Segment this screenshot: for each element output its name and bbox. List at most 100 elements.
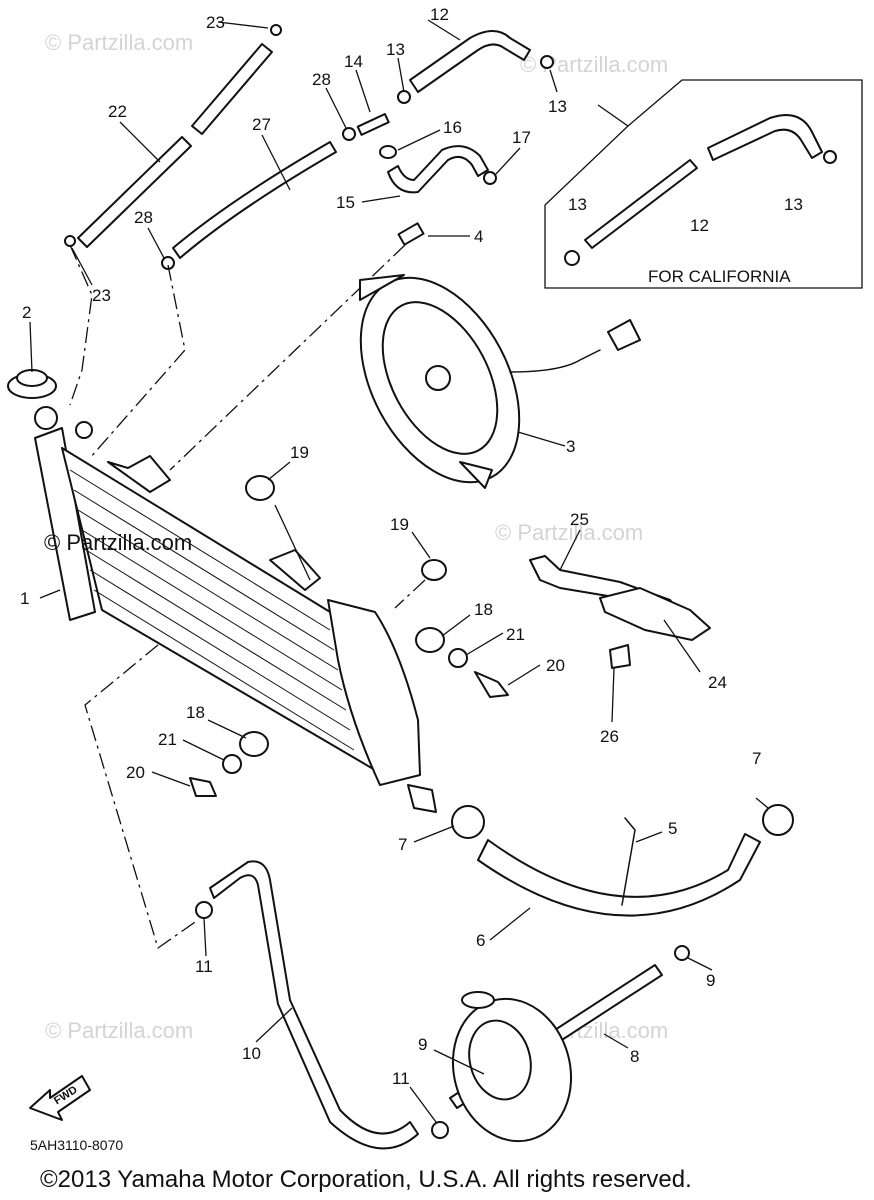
assembly-line [69,244,93,406]
clamp-16 [379,145,397,159]
inset-clamp-b [823,150,837,164]
inset-hose-13 [707,114,823,161]
copyright-notice: ©2013 Yamaha Motor Corporation, U.S.A. A… [40,1166,692,1193]
assembly-line [89,264,186,459]
water-pump [451,991,573,1143]
clamp-28-top [342,127,356,141]
tie-5 [621,817,636,906]
california-inset: FOR CALIFORNIA [544,79,863,289]
callout-6: 6 [476,931,485,950]
callout-23: 23 [92,286,111,305]
stay-brackets [529,555,711,669]
collar-18 [239,731,269,757]
callout-13: 13 [386,40,405,59]
clamp-9 [674,945,690,961]
radiator-filler-neck [34,406,58,430]
pipe-14 [356,113,390,136]
leader-lines [29,19,769,1123]
callout-9: 9 [706,971,715,990]
callout-15: 15 [336,193,355,212]
hose-15 [387,145,489,194]
radiator-bracket [107,455,171,493]
callout-19: 19 [390,515,409,534]
bolt-20 [189,777,217,797]
callout-1: 1 [20,589,29,608]
callout-13: 13 [548,97,567,116]
callout-27: 27 [252,115,271,134]
washer-21 [222,754,242,774]
fan-connector [607,319,641,351]
callout-26: 26 [600,727,619,746]
callout-7: 7 [752,749,761,768]
diagram-code: 5AH3110-8070 [30,1137,123,1153]
inset-hose-12 [584,159,698,249]
assembly-line [394,579,426,609]
callout-10: 10 [242,1044,261,1063]
clamp-7 [762,804,794,836]
hose-12 [409,30,531,93]
watermark: © Partzilla.com [45,1018,193,1043]
fan-hub [425,365,451,391]
assembly-lines [69,244,426,950]
clamp-17 [483,171,497,185]
callouts: 22 27 23 23 28 28 14 13 12 13 16 17 15 4… [20,5,803,1088]
hose-27 [172,141,337,259]
bolt-20 [474,671,509,698]
radiator [34,406,437,813]
callout-14: 14 [344,52,363,71]
radiator-right-tank [327,599,421,786]
fwd-arrow: FWD [29,1075,91,1121]
radiator-cap [7,369,57,399]
callout-5: 5 [668,819,677,838]
radiator-fins [69,469,355,751]
callout-18: 18 [186,703,205,722]
fan-wire [509,349,601,373]
clamp-13-right [540,55,554,69]
fan-assembly [359,222,641,489]
water-pump-outlet [461,991,495,1009]
hose-22 [77,136,192,248]
callout-18: 18 [474,600,493,619]
callout-16: 16 [443,118,462,137]
radiator-bracket [269,549,321,591]
radiator-left-tank [34,427,96,621]
callout-21: 21 [158,730,177,749]
callout-17: 17 [512,128,531,147]
callout-12: 12 [690,216,709,235]
assembly-line [169,244,406,471]
callout-11: 11 [195,957,213,976]
washer-21 [448,648,468,668]
hose-6 [477,833,761,917]
clamp-28-low [161,256,175,270]
clamp-23-low [64,235,76,247]
mounting-hardware [189,475,509,797]
watermark: © Partzilla.com [495,520,643,545]
callout-24: 24 [708,673,727,692]
bolt-26 [609,644,631,669]
bolt-4 [397,222,425,246]
fwd-arrow-shape [29,1075,91,1121]
callout-8: 8 [630,1047,639,1066]
stay-24 [599,587,711,641]
clamp-7 [451,805,485,839]
radiator-outlet [407,784,437,813]
clamp-11 [195,901,213,919]
grommet-19 [421,559,447,581]
clamp-13-top [397,90,411,104]
callout-25: 25 [570,510,589,529]
callout-9: 9 [418,1035,427,1054]
callout-13: 13 [784,195,803,214]
clamp-23-top [270,24,282,36]
hose-22-upper [191,43,273,135]
callout-12: 12 [430,5,449,24]
callout-19: 19 [290,443,309,462]
callout-28: 28 [134,208,153,227]
clamp-11 [431,1121,449,1139]
callout-3: 3 [566,437,575,456]
assembly-line [84,644,199,950]
inset-label: FOR CALIFORNIA [648,267,791,286]
watermark-overlay: © Partzilla.com [44,530,192,555]
callout-13: 13 [568,195,587,214]
inset-clamp-a [564,250,580,266]
